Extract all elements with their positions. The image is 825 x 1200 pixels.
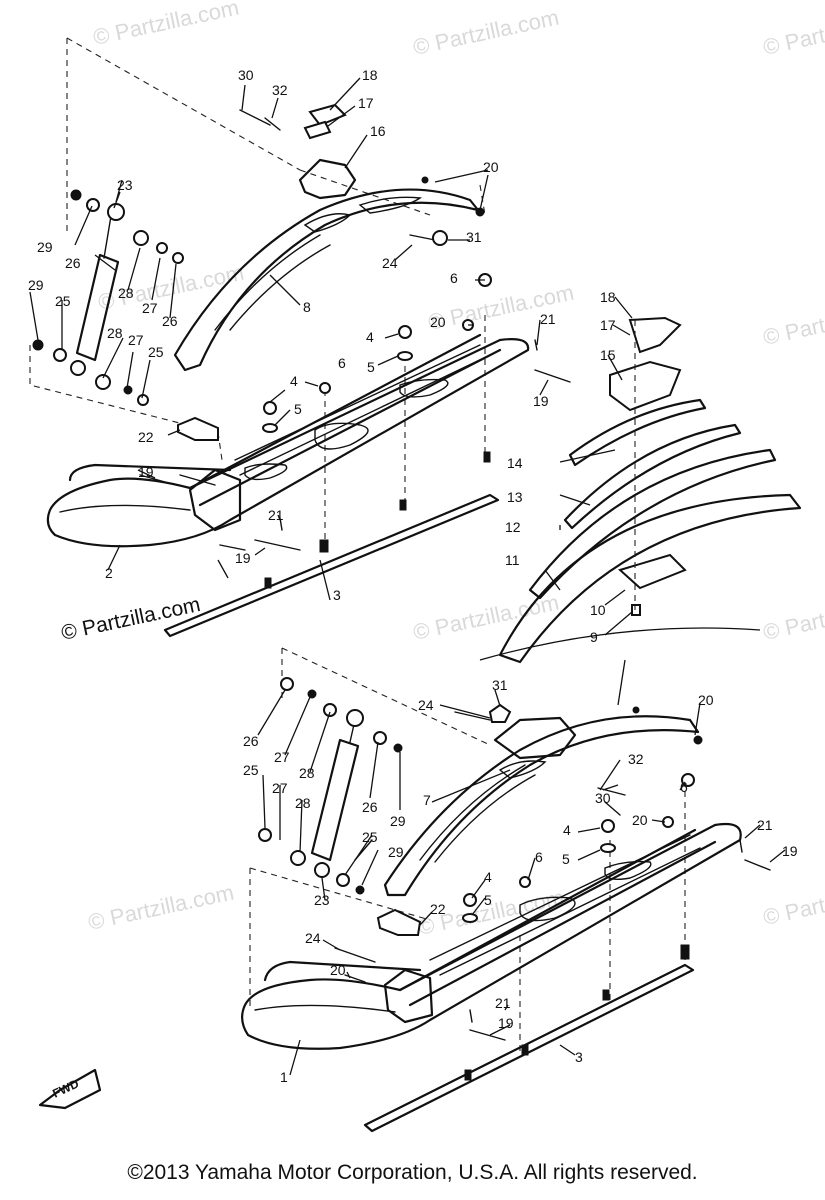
- callout-27: 27: [128, 332, 144, 348]
- callout-29: 29: [28, 277, 44, 293]
- callout-20: 20: [483, 159, 499, 175]
- callout-5: 5: [294, 401, 302, 417]
- watermark-text: © Partzilla.com: [761, 875, 825, 930]
- callout-23: 23: [117, 177, 133, 193]
- lower-ski-runner: [241, 822, 742, 1050]
- callout-2: 2: [105, 565, 113, 581]
- watermark-text: © Partzilla.com: [761, 590, 825, 645]
- callout-26: 26: [162, 313, 178, 329]
- callout-28: 28: [118, 285, 134, 301]
- fwd-arrow-icon: FWD: [38, 1068, 102, 1110]
- callout-labels: 30 32 18 17 16 20 23 29 26 31 24 29 28 2…: [28, 67, 798, 1085]
- callout-32: 32: [272, 82, 288, 98]
- callout-15: 15: [600, 347, 616, 363]
- callout-20: 20: [698, 692, 714, 708]
- callout-29: 29: [388, 844, 404, 860]
- callout-16: 16: [370, 123, 386, 139]
- callout-19: 19: [235, 550, 251, 566]
- callout-26: 26: [362, 799, 378, 815]
- watermark-text: © Partzilla.com: [411, 5, 561, 60]
- callout-19: 19: [498, 1015, 514, 1031]
- callout-24: 24: [305, 930, 321, 946]
- watermark-text: © Partzilla.com: [761, 295, 825, 350]
- leaf-spring-stack: [479, 316, 802, 706]
- callout-22: 22: [430, 901, 446, 917]
- callout-22: 22: [138, 429, 154, 445]
- fwd-label: FWD: [50, 1076, 81, 1100]
- watermark-text-dark: © Partzilla.com: [59, 593, 202, 645]
- callout-4: 4: [366, 329, 374, 345]
- callout-4: 4: [563, 822, 571, 838]
- callout-3: 3: [575, 1049, 583, 1065]
- callout-11: 11: [505, 552, 520, 568]
- callout-17: 17: [358, 95, 374, 111]
- callout-20: 20: [330, 962, 346, 978]
- callout-5: 5: [484, 892, 492, 908]
- callout-3: 3: [333, 587, 341, 603]
- callout-19: 19: [782, 843, 798, 859]
- callout-25: 25: [148, 344, 164, 360]
- callout-17: 17: [600, 317, 616, 333]
- callout-5: 5: [562, 851, 570, 867]
- callout-14: 14: [507, 455, 523, 471]
- watermark-text: © Partzilla.com: [761, 5, 825, 60]
- callout-5: 5: [367, 359, 375, 375]
- watermark-text: © Partzilla.com: [86, 880, 236, 935]
- callout-6: 6: [338, 355, 346, 371]
- callout-18: 18: [362, 67, 378, 83]
- callout-18: 18: [600, 289, 616, 305]
- callout-21: 21: [495, 995, 511, 1011]
- callout-8: 8: [303, 299, 311, 315]
- callout-31: 31: [492, 677, 508, 693]
- callout-25: 25: [362, 829, 378, 845]
- callout-26: 26: [243, 733, 259, 749]
- callout-29: 29: [37, 239, 53, 255]
- callout-27: 27: [142, 300, 158, 316]
- callout-21: 21: [757, 817, 773, 833]
- callout-6: 6: [680, 779, 688, 795]
- callout-19: 19: [533, 393, 549, 409]
- callout-29: 29: [390, 813, 406, 829]
- callout-28: 28: [107, 325, 123, 341]
- callout-24: 24: [382, 255, 398, 271]
- callout-4: 4: [484, 869, 492, 885]
- callout-26: 26: [65, 255, 81, 271]
- watermark-layer: © Partzilla.com © Partzilla.com © Partzi…: [59, 0, 825, 940]
- watermark-text: © Partzilla.com: [91, 0, 241, 50]
- callout-7: 7: [423, 792, 431, 808]
- callout-21: 21: [268, 507, 284, 523]
- callout-28: 28: [295, 795, 311, 811]
- callout-6: 6: [450, 270, 458, 286]
- callout-30: 30: [238, 67, 254, 83]
- lower-shock-absorber: [310, 738, 360, 862]
- callout-30: 30: [595, 790, 611, 806]
- callout-23: 23: [314, 892, 330, 908]
- callout-25: 25: [243, 762, 259, 778]
- callout-27: 27: [274, 749, 290, 765]
- lower-ski-assembly: FWD: [38, 647, 771, 1133]
- callout-24: 24: [418, 697, 434, 713]
- callout-6: 6: [535, 849, 543, 865]
- callout-4: 4: [290, 373, 298, 389]
- callout-21: 21: [540, 311, 556, 327]
- callout-31: 31: [466, 229, 482, 245]
- callout-9: 9: [590, 629, 598, 645]
- upper-shock-absorber: [75, 253, 120, 362]
- callout-20: 20: [632, 812, 648, 828]
- callout-19: 19: [138, 464, 154, 480]
- lower-leaf-spring: [383, 715, 700, 897]
- callout-32: 32: [628, 751, 644, 767]
- callout-27: 27: [272, 780, 288, 796]
- callout-12: 12: [505, 519, 521, 535]
- callout-28: 28: [299, 765, 315, 781]
- callout-10: 10: [590, 602, 606, 618]
- callout-25: 25: [55, 293, 71, 309]
- callout-1: 1: [280, 1069, 288, 1085]
- callout-20: 20: [430, 314, 446, 330]
- callout-13: 13: [507, 489, 523, 505]
- upper-ski-runner: [46, 338, 530, 548]
- leader-lines: [29, 77, 786, 1076]
- copyright-notice: ©2013 Yamaha Motor Corporation, U.S.A. A…: [127, 1161, 698, 1184]
